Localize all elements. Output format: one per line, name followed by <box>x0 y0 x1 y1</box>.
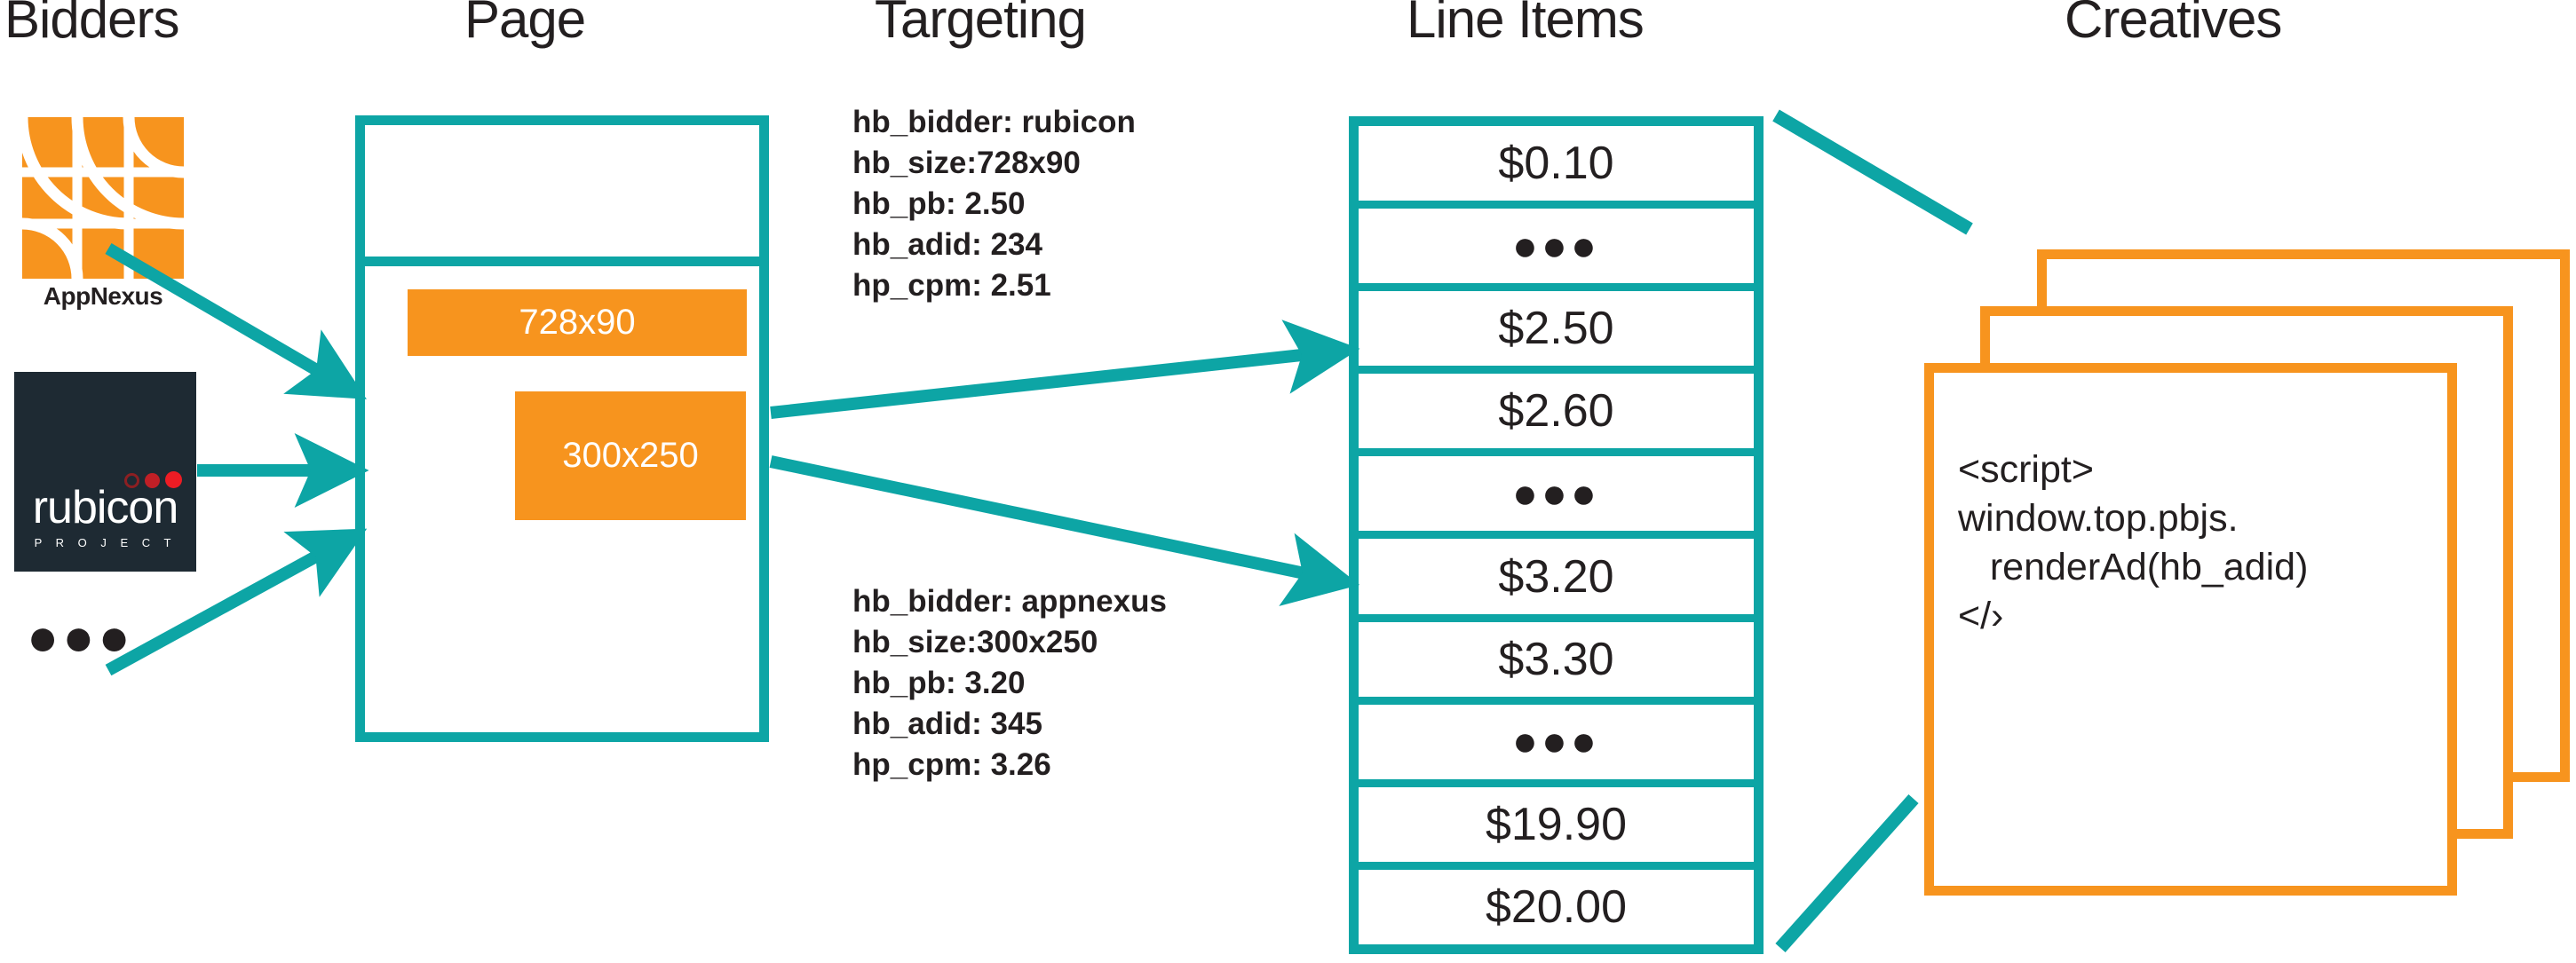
line-item-row[interactable]: $3.30 <box>1359 621 1754 697</box>
line-item-row[interactable]: $3.20 <box>1359 539 1754 614</box>
line-item-row: ●●● <box>1359 704 1754 779</box>
targeting-line: hb_bidder: rubicon <box>852 105 1136 139</box>
rubicon-project-logo-icon: rubicon P R O J E C T <box>14 372 196 572</box>
line-item-row[interactable]: $2.50 <box>1359 291 1754 367</box>
line-item-row: ●●● <box>1359 209 1754 284</box>
ad-slot-300x250[interactable]: 300x250 <box>515 391 746 520</box>
line-item-row[interactable]: $19.90 <box>1359 786 1754 862</box>
targeting-key-values-rubicon: hb_bidder: rubicon hb_size:728x90 hb_pb:… <box>852 102 1136 306</box>
creative-code-snippet: <script> window.top.pbjs. renderAd(hb_ad… <box>1958 448 2309 637</box>
arrow-page-to-lineitem-320 <box>769 455 1360 606</box>
line-item-row: ●●● <box>1359 456 1754 532</box>
column-title-targeting: Targeting <box>875 0 1087 49</box>
column-title-creatives: Creatives <box>2065 0 2282 49</box>
page-header-divider <box>355 257 769 266</box>
rubicon-sub-wordmark: P R O J E C T <box>34 536 177 549</box>
targeting-line: hb_adid: 345 <box>852 706 1042 741</box>
rubicon-dot-3 <box>165 471 182 488</box>
targeting-line: hp_cpm: 2.51 <box>852 268 1051 303</box>
line-item-row[interactable]: $2.60 <box>1359 374 1754 449</box>
appnexus-logo-icon <box>22 117 184 279</box>
column-title-page: Page <box>464 0 586 49</box>
rubicon-dot-1 <box>124 473 139 488</box>
targeting-line: hb_size:728x90 <box>852 146 1081 180</box>
link-lineitems-to-creatives-bottom <box>1775 794 1919 952</box>
column-title-lineitems: Line Items <box>1407 0 1645 49</box>
ad-slot-728x90[interactable]: 728x90 <box>408 289 747 356</box>
rubicon-dot-2 <box>145 473 160 488</box>
creative-card-front[interactable] <box>1924 363 2457 896</box>
arrow-page-to-lineitem-250 <box>770 320 1360 419</box>
line-items-table: $0.10 ●●● $2.50 $2.60 ●●● $3.20 $3.30 ●●… <box>1349 116 1764 954</box>
targeting-line: hb_pb: 3.20 <box>852 666 1026 700</box>
appnexus-wordmark: AppNexus <box>43 282 163 310</box>
targeting-line: hp_cpm: 3.26 <box>852 747 1051 782</box>
line-item-row[interactable]: $0.10 <box>1359 126 1754 201</box>
targeting-line: hb_bidder: appnexus <box>852 584 1167 619</box>
targeting-line: hb_pb: 2.50 <box>852 186 1026 221</box>
targeting-line: hb_adid: 234 <box>852 227 1042 262</box>
link-lineitems-to-creatives-top <box>1772 109 1973 235</box>
targeting-key-values-appnexus: hb_bidder: appnexus hb_size:300x250 hb_p… <box>852 581 1167 785</box>
rubicon-wordmark: rubicon <box>32 482 179 533</box>
column-title-bidders: Bidders <box>4 0 179 49</box>
bidders-ellipsis: ●●● <box>27 607 134 667</box>
targeting-line: hb_size:300x250 <box>852 625 1098 659</box>
line-item-row[interactable]: $20.00 <box>1359 869 1754 944</box>
